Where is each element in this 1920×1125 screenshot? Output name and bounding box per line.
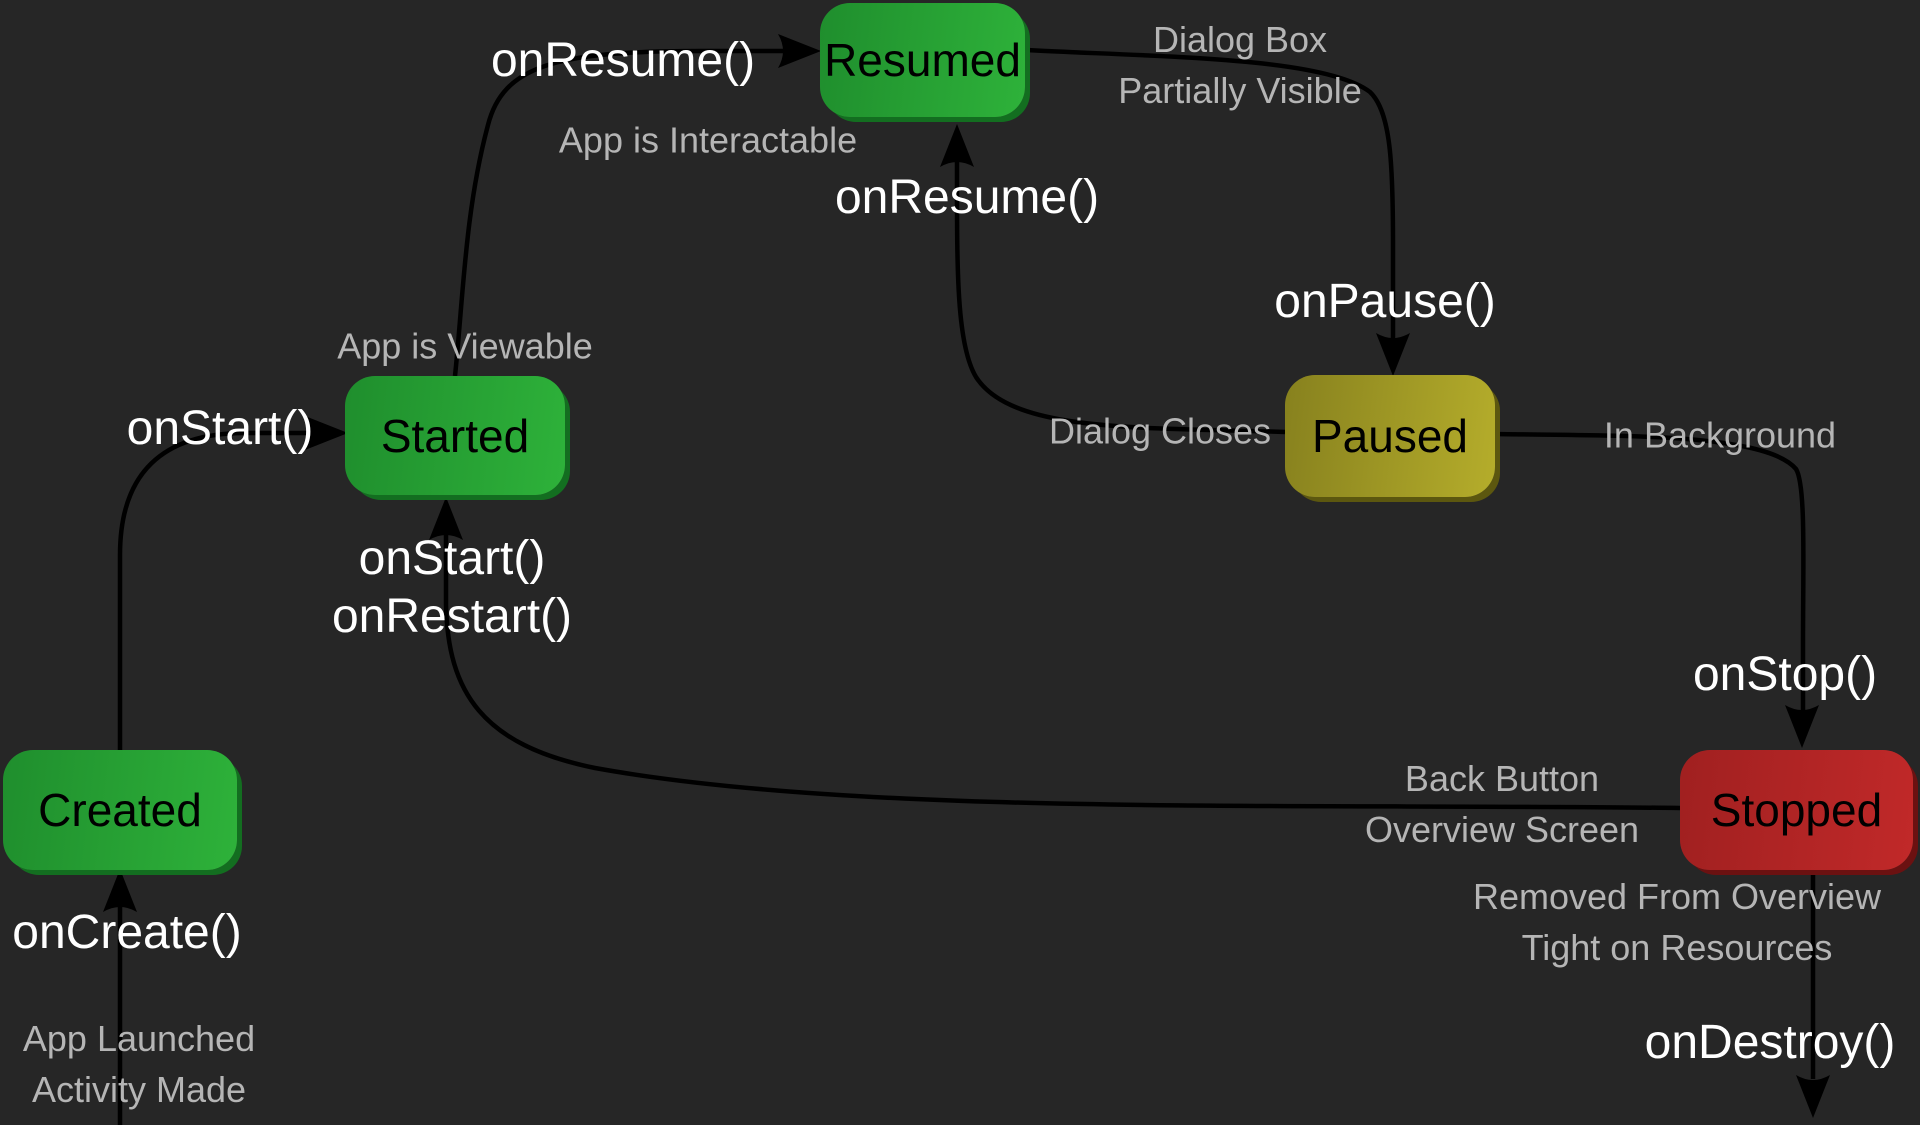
edge-resumed-to-paused xyxy=(1024,47,1396,341)
callback-onstop: onStop() xyxy=(1692,648,1878,701)
annotation-app-launched-line1: App Launched xyxy=(22,1018,256,1059)
annotation-dialog-box-line1: Dialog Box xyxy=(1152,19,1328,60)
callback-onresume-top: onResume() xyxy=(490,34,756,87)
edge-paused-to-resumed xyxy=(954,160,1286,435)
annotation-removed-from-overview: Removed From Overview Tight on Resources xyxy=(1473,871,1881,973)
edge-paused-to-stopped-arrowhead xyxy=(1785,705,1819,748)
node-resumed: Resumed xyxy=(820,3,1025,117)
node-created-label: Created xyxy=(38,784,202,836)
annotation-app-launched-activity-made: App Launched Activity Made xyxy=(23,1013,255,1115)
callback-onstart: onStart() xyxy=(126,402,314,455)
edge-stopped-to-destroyed-arrowhead xyxy=(1796,1075,1830,1118)
annotation-app-is-interactable: App is Interactable xyxy=(558,119,858,161)
edge-stopped-to-started-arrowhead xyxy=(429,497,463,540)
annotation-dialog-box-partially-visible: Dialog Box Partially Visible xyxy=(1118,14,1361,116)
node-stopped-label: Stopped xyxy=(1710,784,1883,836)
annotation-removed-line2: Tight on Resources xyxy=(1521,927,1833,968)
callback-onstart-again-line: onStart() xyxy=(358,532,546,585)
annotation-back-button-line1: Back Button xyxy=(1404,758,1600,799)
annotation-app-is-viewable: App is Viewable xyxy=(337,325,593,367)
annotation-dialog-closes: Dialog Closes xyxy=(1048,410,1272,452)
node-paused: Paused xyxy=(1285,375,1495,497)
edge-paused-to-resumed-arrowhead xyxy=(940,124,974,167)
callback-onstart-onrestart: onStart() onRestart() xyxy=(332,530,572,646)
edge-stopped-to-started xyxy=(443,534,1681,811)
edge-created-to-started-arrowhead xyxy=(305,416,348,450)
callback-onresume-mid: onResume() xyxy=(834,171,1100,224)
annotation-app-launched-line2: Activity Made xyxy=(31,1069,247,1110)
edge-launch-to-created-arrowhead xyxy=(103,869,137,912)
edge-started-to-resumed-arrowhead xyxy=(778,34,821,68)
node-started: Started xyxy=(345,376,565,495)
node-resumed-label: Resumed xyxy=(824,34,1021,86)
edge-paused-to-stopped xyxy=(1494,431,1806,713)
annotation-dialog-box-line2: Partially Visible xyxy=(1118,70,1362,111)
callback-onrestart-line: onRestart() xyxy=(331,590,573,643)
callback-onpause: onPause() xyxy=(1274,275,1496,328)
annotation-in-background: In Background xyxy=(1603,414,1837,456)
edge-created-to-started xyxy=(117,430,315,750)
node-started-label: Started xyxy=(380,409,530,462)
annotation-back-button-overview-screen: Back Button Overview Screen xyxy=(1365,753,1639,855)
annotation-back-button-line2: Overview Screen xyxy=(1364,809,1640,850)
callback-oncreate: onCreate() xyxy=(12,906,242,959)
node-paused-label: Paused xyxy=(1311,410,1468,462)
edge-resumed-to-paused-arrowhead xyxy=(1376,333,1410,376)
callback-ondestroy: onDestroy() xyxy=(1644,1016,1896,1069)
edge-started-to-resumed xyxy=(452,48,785,377)
annotation-removed-line1: Removed From Overview xyxy=(1472,876,1882,917)
node-stopped: Stopped xyxy=(1680,750,1913,870)
node-created: Created xyxy=(3,750,237,870)
